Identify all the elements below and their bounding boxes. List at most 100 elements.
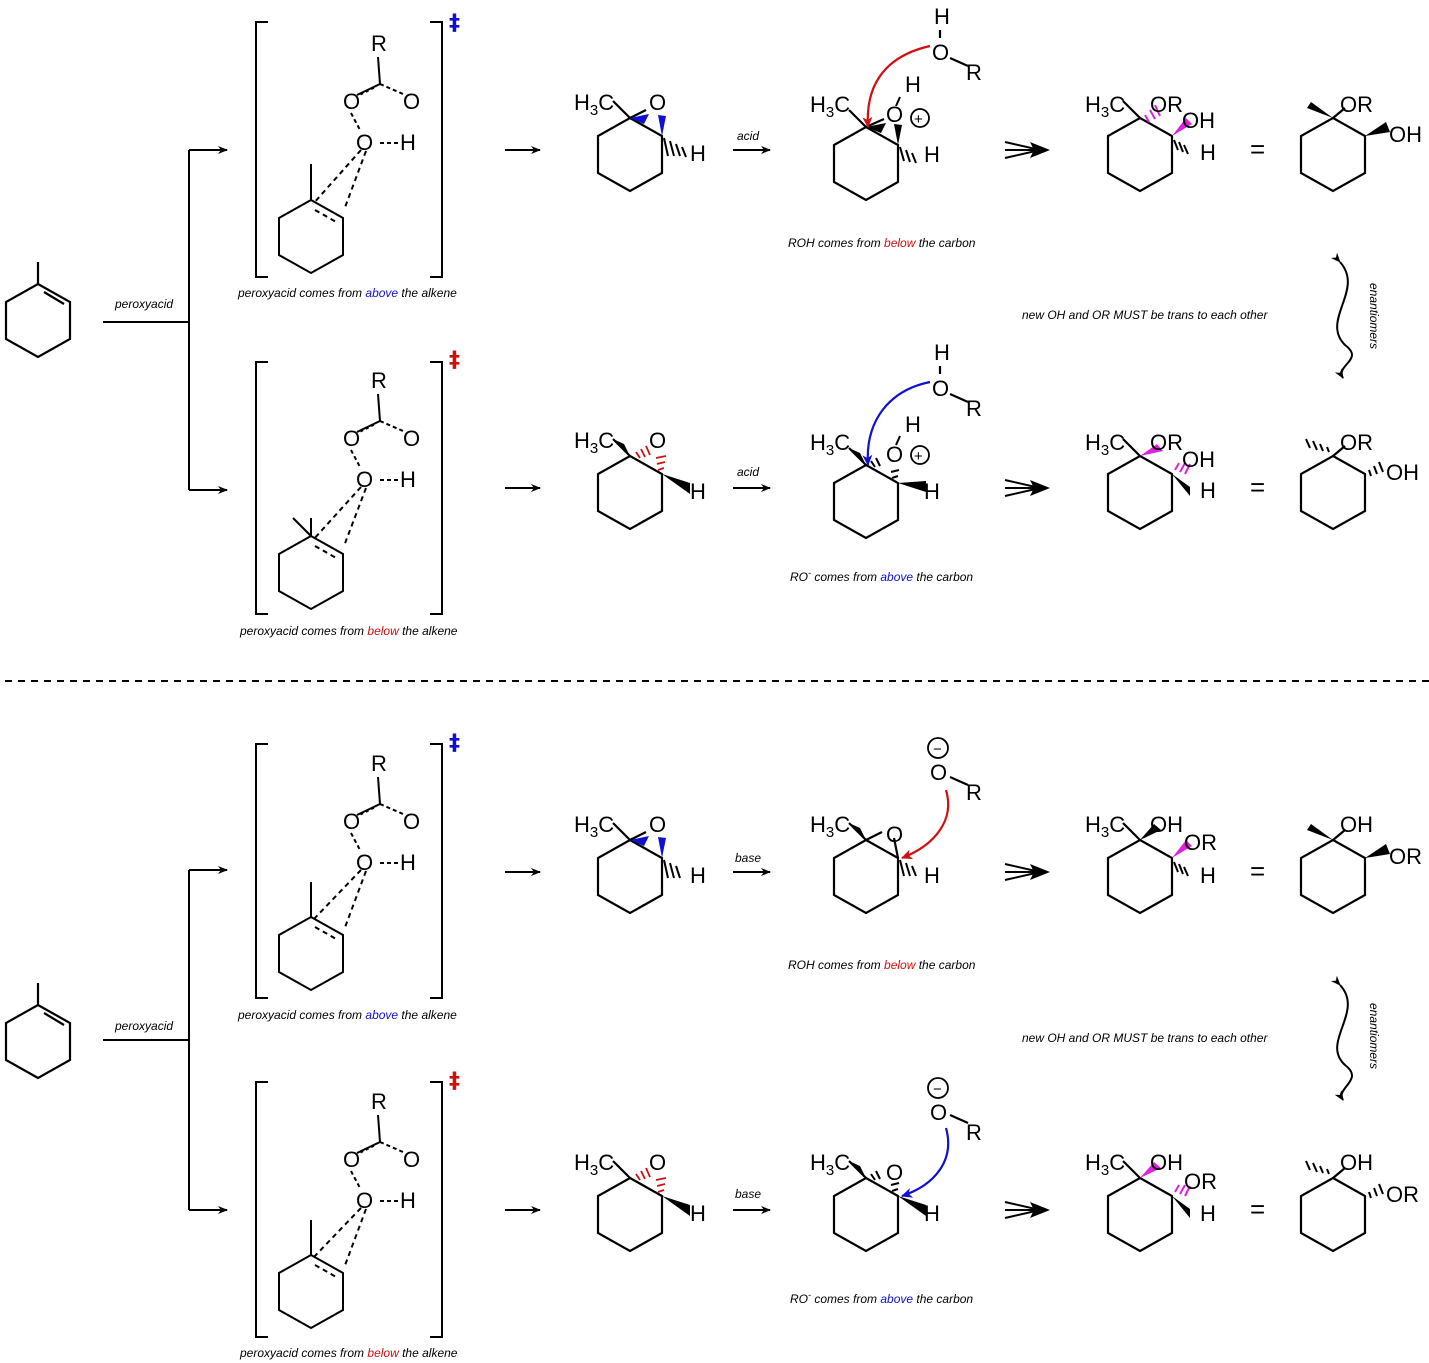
svg-text:OR: OR [1150, 92, 1183, 117]
svg-text:H3C: H3C [1085, 812, 1125, 841]
svg-text:=: = [1250, 134, 1265, 164]
svg-text:H: H [400, 130, 416, 155]
product-lower-simplified: OH OR [1299, 1150, 1419, 1253]
svg-text:base: base [735, 851, 761, 865]
trans-note: new OH and OR MUST be trans to each othe… [1022, 308, 1268, 322]
svg-text:O: O [343, 809, 360, 834]
svg-text:H: H [690, 863, 706, 888]
reagent-label: peroxyacid [114, 297, 173, 311]
enantiomer-arrow [1331, 252, 1353, 379]
attack-caption: RO- comes from above the carbon [790, 568, 973, 584]
svg-text:O: O [886, 442, 903, 467]
svg-text:O: O [932, 376, 949, 401]
product-upper: H3C OR OH H [1085, 92, 1216, 193]
product-lower: H3C OH OR H [1085, 1150, 1217, 1253]
svg-text:O: O [886, 822, 903, 847]
svg-text:H3C: H3C [1085, 92, 1125, 121]
svg-text:H: H [905, 72, 921, 97]
top-section: peroxyacid ‡ R O O O H [4, 4, 1422, 638]
svg-text:base: base [735, 1187, 761, 1201]
svg-text:R: R [371, 368, 387, 393]
svg-text:H: H [924, 142, 940, 167]
alkoxide-attack-lower: O H3C H − O R RO- comes from above the c… [790, 1077, 982, 1306]
svg-text:O: O [403, 1147, 420, 1172]
product-upper: H3C OH OR H [1085, 812, 1217, 915]
ts-caption: peroxyacid comes from below the alkene [239, 624, 458, 638]
svg-text:OR: OR [1150, 430, 1183, 455]
svg-text:−: − [933, 741, 942, 758]
svg-text:H: H [1200, 863, 1216, 888]
dagger-blue: ‡ [449, 11, 460, 36]
svg-text:R: R [966, 780, 982, 805]
svg-text:OH: OH [1182, 108, 1215, 133]
svg-text:acid: acid [737, 465, 759, 479]
svg-text:R: R [966, 1120, 982, 1145]
dagger-red: ‡ [449, 348, 460, 373]
attack-caption: ROH comes from below the carbon [788, 958, 976, 972]
svg-text:O: O [930, 760, 947, 785]
svg-text:H3C: H3C [810, 92, 850, 121]
svg-text:OR: OR [1389, 844, 1422, 869]
svg-text:‡: ‡ [449, 731, 460, 756]
svg-text:OH: OH [1386, 460, 1419, 485]
svg-text:H: H [924, 863, 940, 888]
ts-caption: peroxyacid comes from above the alkene [237, 1008, 457, 1022]
svg-text:H3C: H3C [810, 430, 850, 459]
svg-text:O: O [356, 850, 373, 875]
svg-text:H: H [905, 412, 921, 437]
svg-text:H: H [924, 479, 940, 504]
svg-text:O: O [886, 1160, 903, 1185]
svg-text:R: R [371, 1089, 387, 1114]
bottom-section: peroxyacid ‡ R O O O H [4, 731, 1422, 1360]
product-upper-simplified: OH OR [1299, 812, 1422, 915]
svg-text:=: = [1250, 1194, 1265, 1224]
svg-text:H3C: H3C [574, 812, 614, 841]
svg-text:O: O [356, 1188, 373, 1213]
svg-text:O: O [356, 130, 373, 155]
svg-text:OR: OR [1184, 830, 1217, 855]
svg-text:OR: OR [1340, 430, 1373, 455]
epoxide-upper: O H3C H [574, 90, 706, 193]
svg-text:H3C: H3C [574, 428, 614, 457]
svg-text:OH: OH [1182, 447, 1215, 472]
svg-text:H: H [924, 1201, 940, 1226]
svg-text:R: R [966, 60, 982, 85]
svg-text:H: H [690, 141, 706, 166]
protonated-epoxide-upper: O H + H3C H H O R ROH comes from below t… [788, 4, 982, 250]
svg-text:O: O [886, 102, 903, 127]
svg-text:H: H [690, 1201, 706, 1226]
svg-text:OR: OR [1340, 92, 1373, 117]
ts-lower: ‡ R O O O H peroxyacid comes from [239, 348, 460, 638]
svg-text:H: H [1200, 478, 1216, 503]
epoxide-upper: O H3C H [574, 812, 706, 915]
svg-text:O: O [932, 40, 949, 65]
svg-text:OR: OR [1184, 1169, 1217, 1194]
svg-text:H: H [400, 467, 416, 492]
svg-text:OH: OH [1340, 812, 1373, 837]
svg-text:=: = [1250, 472, 1265, 502]
svg-text:H3C: H3C [574, 1150, 614, 1179]
svg-text:H: H [934, 4, 950, 29]
ts-lower: ‡ R O O O H peroxyacid comes from below … [239, 1069, 460, 1360]
svg-text:O: O [403, 89, 420, 114]
svg-text:O: O [403, 426, 420, 451]
svg-text:−: − [933, 1081, 942, 1098]
svg-text:H: H [1200, 1201, 1216, 1226]
reagent-label: peroxyacid [114, 1019, 173, 1033]
svg-text:O: O [343, 1147, 360, 1172]
svg-text:O: O [649, 90, 666, 115]
svg-text:O: O [356, 467, 373, 492]
product-upper-simplified: OR OH [1299, 92, 1422, 193]
svg-text:H: H [1200, 140, 1216, 165]
svg-text:O: O [403, 809, 420, 834]
product-lower-simplified: OR OH [1299, 430, 1419, 531]
start-alkene [4, 983, 72, 1080]
svg-text:H3C: H3C [810, 1150, 850, 1179]
svg-text:R: R [966, 396, 982, 421]
attack-caption: ROH comes from below the carbon [788, 236, 976, 250]
product-lower: H3C OR OH H [1085, 430, 1216, 531]
svg-text:O: O [649, 428, 666, 453]
svg-text:‡: ‡ [449, 1069, 460, 1094]
svg-text:H: H [400, 1188, 416, 1213]
epoxide-lower: O H3C H [574, 428, 706, 531]
